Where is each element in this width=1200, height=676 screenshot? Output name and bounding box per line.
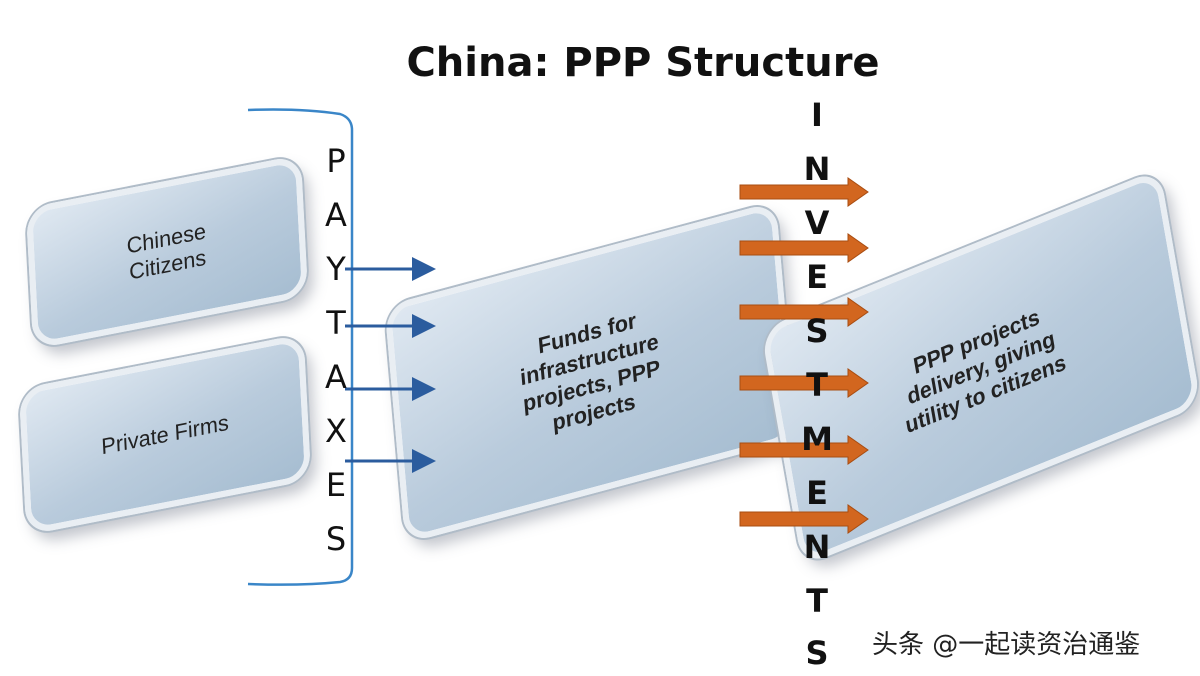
- taxes-letter: A: [325, 196, 347, 234]
- investments-letter: T: [806, 582, 828, 620]
- invest-arrow-4: [739, 368, 869, 398]
- investments-letter: E: [806, 258, 828, 296]
- page-title: China: PPP Structure: [406, 40, 880, 86]
- watermark: 头条 @一起读资治通鉴: [872, 630, 1141, 660]
- invest-arrow-6: [739, 504, 869, 534]
- taxes-letter: T: [326, 304, 346, 342]
- taxes-letter: A: [325, 358, 347, 396]
- investments-letter: S: [805, 312, 829, 350]
- investments-letter: E: [806, 474, 828, 512]
- invest-arrow-3: [739, 297, 869, 327]
- invest-arrow-2: [739, 233, 869, 263]
- investments-letter: M: [801, 420, 833, 458]
- taxes-bracket: [247, 108, 354, 586]
- invest-arrow-5: [739, 435, 869, 465]
- taxes-letter: Y: [326, 250, 346, 288]
- taxes-letter: E: [325, 466, 347, 504]
- taxes-letter: X: [325, 412, 347, 450]
- investments-letter: S: [805, 634, 829, 672]
- invest-arrow-1: [739, 177, 869, 207]
- taxes-letter: S: [325, 520, 347, 558]
- investments-letter: I: [811, 96, 823, 134]
- investments-letter: V: [804, 204, 830, 242]
- investments-letter: N: [803, 528, 831, 566]
- investments-letter: N: [803, 150, 831, 188]
- taxes-letter: P: [326, 142, 346, 180]
- investments-letter: T: [806, 366, 828, 404]
